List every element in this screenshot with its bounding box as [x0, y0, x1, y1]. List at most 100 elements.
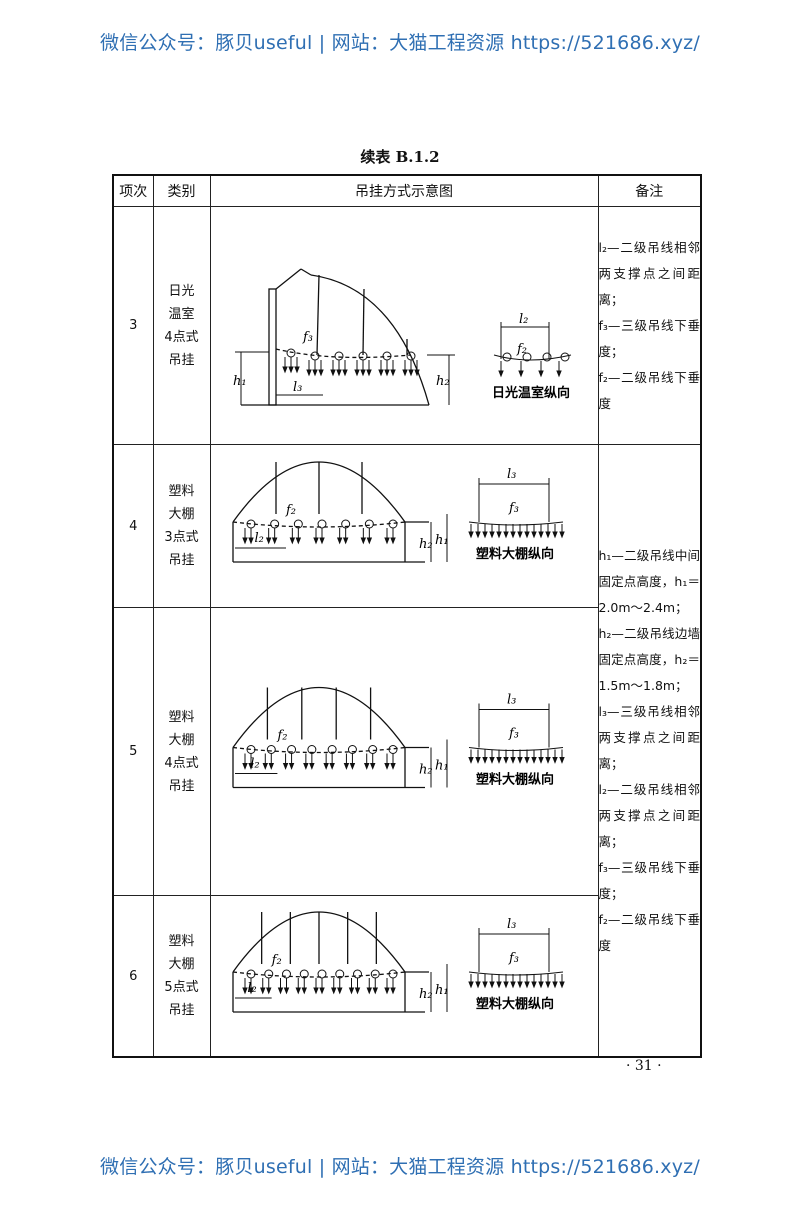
arrow-head — [293, 366, 300, 374]
arrow-head — [312, 987, 319, 995]
table-title: 续表 B.1.2 — [360, 148, 440, 166]
arrow-head — [262, 763, 268, 770]
category-line: 日光 — [168, 283, 195, 299]
category-line: 吊挂 — [168, 352, 195, 368]
hook-ring — [281, 969, 291, 979]
arrow-head — [551, 981, 558, 989]
header-row: 项次 类别 吊挂方式示意图 备注 — [112, 174, 702, 207]
arrow-head — [509, 981, 516, 989]
f3-label: f₃ — [508, 951, 519, 966]
arrow-head — [383, 763, 390, 770]
arrow-head — [353, 369, 360, 377]
arrow-head — [502, 981, 509, 989]
arrow-head — [265, 537, 271, 545]
category-line: 吊挂 — [168, 778, 195, 794]
category-line: 3点式 — [164, 530, 199, 545]
h2-label: h₂ — [419, 763, 433, 778]
diagram-caption: 塑料大棚纵向 — [475, 546, 553, 562]
arrow-head — [281, 366, 288, 374]
arrow-head — [551, 757, 558, 764]
arrow-head — [558, 981, 565, 989]
arrow-head — [467, 981, 474, 989]
hook-ring — [542, 352, 551, 362]
arrow-head — [474, 531, 481, 539]
l2-label: l₂ — [247, 981, 256, 996]
category-line: 温室 — [168, 306, 195, 322]
arrow-head — [467, 531, 474, 539]
category-line: 塑料 — [168, 934, 195, 949]
dimension-lines — [234, 739, 447, 788]
f3-label: f₃ — [508, 501, 519, 516]
arrow-head — [317, 369, 324, 377]
page-number: · 31 · — [626, 1058, 662, 1074]
row-category: 日光 温室 4点式 吊挂 — [152, 206, 211, 445]
arrow-head — [523, 757, 530, 764]
sag-line — [468, 747, 563, 751]
category-line: 吊挂 — [168, 1003, 195, 1018]
arrow-head — [305, 369, 312, 377]
arrow-head — [495, 981, 502, 989]
arrow-head — [488, 981, 495, 989]
arrow-head — [330, 987, 336, 995]
sag-line — [468, 521, 563, 526]
arrow-head — [311, 369, 318, 377]
greenhouse-diagram: h₁ h₂ l₃ f₃ l₂ f₂ 日光温室纵向 — [233, 268, 571, 406]
tunnel-frame — [231, 461, 429, 563]
hook-ring — [502, 352, 511, 362]
f2-label: f₂ — [285, 503, 296, 518]
diagram-caption: 塑料大棚纵向 — [475, 772, 553, 788]
hanging-method-table: 项次 类别 吊挂方式示意图 备注 3 日光 温室 4点式 吊挂 — [112, 174, 702, 1058]
category-line: 塑料 — [168, 484, 195, 499]
arrow-head — [268, 763, 274, 770]
arrow-head — [401, 369, 408, 377]
arrow-head — [389, 763, 396, 770]
arrow-head — [509, 531, 516, 539]
notes-cell: h₁—二级吊线中间固定点高度，h₁＝2.0m～2.4m； h₂—二级吊线边墙固定… — [597, 444, 702, 1058]
note-text: l₃—三级吊线相邻两支撑点之间距离； — [598, 703, 701, 771]
arrow-head — [516, 981, 523, 989]
note-text: f₃—三级吊线下垂度； — [598, 317, 701, 359]
arrow-head — [241, 537, 248, 545]
category-line: 4点式 — [164, 755, 199, 771]
arrow-head — [241, 987, 248, 995]
arrow-head — [318, 537, 325, 545]
h1-label: h₁ — [435, 759, 449, 774]
arrow-head — [544, 757, 551, 764]
arrow-head — [247, 763, 254, 770]
note-text: h₁—二级吊线中间固定点高度，h₁＝2.0m～2.4m； — [598, 547, 701, 615]
category-line: 5点式 — [164, 980, 199, 995]
arrow-head — [295, 537, 301, 545]
table-row: 3 日光 温室 4点式 吊挂 — [112, 206, 702, 445]
arrow-head — [348, 987, 354, 995]
arrow-head — [259, 987, 265, 995]
tunnel-frame — [231, 911, 429, 1013]
arrow-head — [282, 763, 288, 770]
arrow-head — [342, 537, 348, 545]
arrow-head — [363, 763, 369, 770]
hook-ring — [263, 969, 273, 979]
sag-line — [468, 971, 563, 976]
arrow-head — [343, 763, 349, 770]
arrow-head — [360, 537, 366, 545]
hook-ring — [317, 519, 326, 529]
arrow-head — [558, 531, 565, 539]
arrow-head — [517, 370, 524, 378]
arrow-head — [474, 981, 481, 989]
h1-label: h₁ — [233, 374, 247, 389]
arrow-head — [247, 987, 254, 995]
category-line: 吊挂 — [168, 553, 195, 568]
arrow-head — [530, 981, 537, 989]
arrow-head — [241, 763, 248, 770]
header-notes: 备注 — [597, 174, 702, 207]
h2-label: h₂ — [436, 374, 450, 389]
note-text: f₃—三级吊线下垂度； — [598, 859, 701, 901]
arrow-head — [516, 757, 523, 764]
arrow-head — [383, 369, 390, 377]
l2-label: l₂ — [250, 757, 259, 772]
arrow-head — [247, 537, 254, 545]
arrow-head — [265, 987, 271, 995]
dimension-lines — [234, 964, 447, 1012]
